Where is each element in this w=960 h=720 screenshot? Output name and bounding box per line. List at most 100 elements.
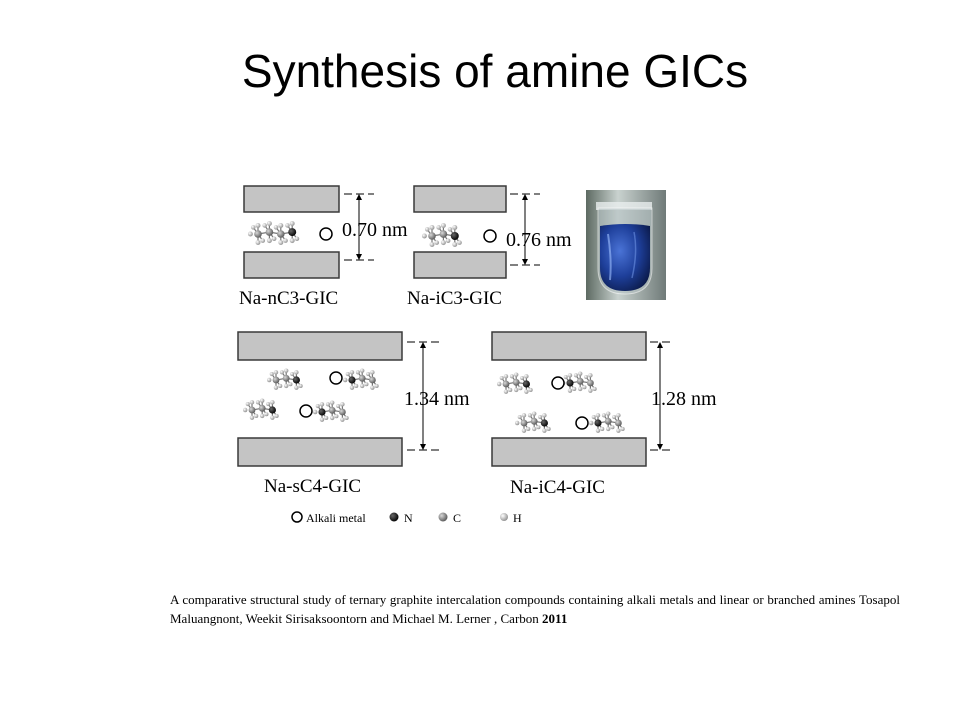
hydrogen-atom — [528, 387, 533, 392]
hydrogen-atom — [527, 413, 532, 418]
hydrogen-atom — [447, 227, 453, 232]
hydrogen-atom — [546, 426, 551, 431]
hydrogen-atom — [542, 413, 547, 418]
carbon-atom — [576, 377, 584, 385]
hydrogen-atom — [355, 370, 360, 375]
hydrogen-atom — [452, 224, 458, 230]
hydrogen-atom — [260, 238, 266, 243]
carbon-atom — [258, 404, 266, 412]
hydrogen-atom — [601, 413, 606, 418]
nitrogen-atom — [522, 380, 530, 388]
hydrogen-atom — [255, 222, 261, 228]
hydrogen-atom — [563, 375, 568, 380]
graphite-layer — [243, 251, 340, 279]
hydrogen-atom — [429, 242, 435, 248]
hydrogen-atom — [452, 242, 458, 248]
hydrogen-atom — [249, 415, 255, 420]
amine-molecule — [421, 223, 462, 248]
hydrogen-atom — [567, 388, 573, 393]
citation-year: 2011 — [542, 611, 568, 626]
hydrogen-atom — [370, 370, 375, 375]
spacing-label: 0.76 nm — [506, 229, 572, 251]
hydrogen-atom — [254, 413, 259, 418]
hydrogen-atom — [605, 411, 611, 416]
hydrogen-atom — [312, 409, 318, 415]
hydrogen-atom — [242, 407, 248, 413]
hydrogen-atom — [283, 238, 288, 243]
hydrogen-atom — [359, 368, 365, 373]
alkali-metal-atom — [551, 376, 565, 390]
hydrogen-atom — [605, 426, 611, 432]
graphite-layer — [413, 185, 507, 213]
graphite-layer — [491, 437, 647, 467]
carbon-atom — [369, 376, 376, 384]
hydrogen-atom — [324, 415, 329, 420]
carbon-atom — [615, 419, 622, 427]
hydrogen-atom — [572, 386, 577, 391]
carbon-atom — [282, 374, 290, 382]
spacing-label: 1.34 nm — [404, 388, 470, 410]
hydrogen-atom — [499, 376, 504, 381]
gic-diagram: 0.70 nm Na-nC3-GIC 0.76 nm Na-iC3-GIC — [237, 185, 717, 525]
hydrogen-atom — [577, 371, 583, 376]
hydrogen-atom — [279, 370, 284, 375]
hydrogen-atom — [290, 372, 295, 377]
hydrogen-atom — [436, 225, 441, 230]
hydrogen-atom — [595, 413, 601, 418]
hydrogen-atom — [259, 398, 265, 403]
hydrogen-atom — [591, 415, 596, 420]
hydrogen-atom — [592, 386, 597, 391]
hydrogen-atom — [509, 374, 514, 379]
hydrogen-atom — [457, 240, 462, 245]
spacing-label: 0.70 nm — [342, 219, 408, 241]
alkali-metal-atom — [329, 371, 343, 385]
carbon-atom — [277, 230, 285, 238]
hydrogen-atom — [374, 383, 379, 388]
atom-legend: Alkali metal N C H — [291, 511, 522, 525]
hydrogen-atom — [329, 415, 335, 421]
panel-label: Na-iC3-GIC — [407, 288, 502, 309]
hydrogen-atom — [370, 385, 375, 390]
slide-title: Synthesis of amine GICs — [241, 45, 749, 97]
hydrogen-atom — [588, 388, 593, 393]
legend-n-label: N — [404, 511, 413, 525]
hydrogen-atom — [342, 377, 348, 383]
hydrogen-atom — [349, 385, 355, 390]
hydrogen-atom — [538, 415, 543, 420]
hydrogen-atom — [440, 240, 446, 246]
hydrogen-atom — [345, 372, 350, 377]
hydrogen-atom — [531, 411, 537, 416]
amine-molecule — [242, 398, 279, 420]
carbon-atom — [502, 380, 510, 388]
hydrogen-atom — [366, 372, 371, 377]
hydrogen-atom — [274, 413, 279, 418]
spacing-label: 1.28 nm — [651, 388, 717, 410]
hydrogen-atom — [283, 383, 289, 389]
nitrogen-atom — [348, 376, 356, 384]
legend-c-label: C — [453, 511, 461, 525]
hydrogen-atom — [278, 240, 284, 246]
hydrogen-atom — [349, 370, 355, 375]
nitrogen-atom — [318, 408, 326, 416]
panel-label: Na-sC4-GIC — [264, 476, 361, 497]
citation-text: A comparative structural study of ternar… — [170, 592, 900, 626]
hydrogen-atom — [278, 222, 284, 228]
nitrogen-atom — [540, 419, 548, 427]
carbon-atom — [512, 378, 520, 386]
hydrogen-atom — [610, 425, 615, 430]
hydrogen-atom — [334, 414, 339, 419]
hydrogen-atom — [612, 415, 617, 420]
nitrogen-atom — [292, 376, 300, 384]
hydrogen-atom — [496, 381, 502, 387]
hydrogen-atom — [273, 225, 279, 230]
hydrogen-atom — [440, 223, 446, 229]
legend-alkali-label: Alkali metal — [306, 511, 366, 525]
hydrogen-atom — [294, 370, 299, 375]
hydrogen-atom — [359, 383, 365, 389]
hydrogen-atom — [266, 238, 272, 244]
hydrogen-atom — [344, 415, 349, 420]
hydrogen-atom — [588, 373, 593, 378]
panel-na-ic3: 0.76 nm Na-iC3-GIC — [407, 185, 572, 309]
hydrogen-atom — [250, 225, 256, 230]
hydrogen-atom — [536, 425, 541, 430]
